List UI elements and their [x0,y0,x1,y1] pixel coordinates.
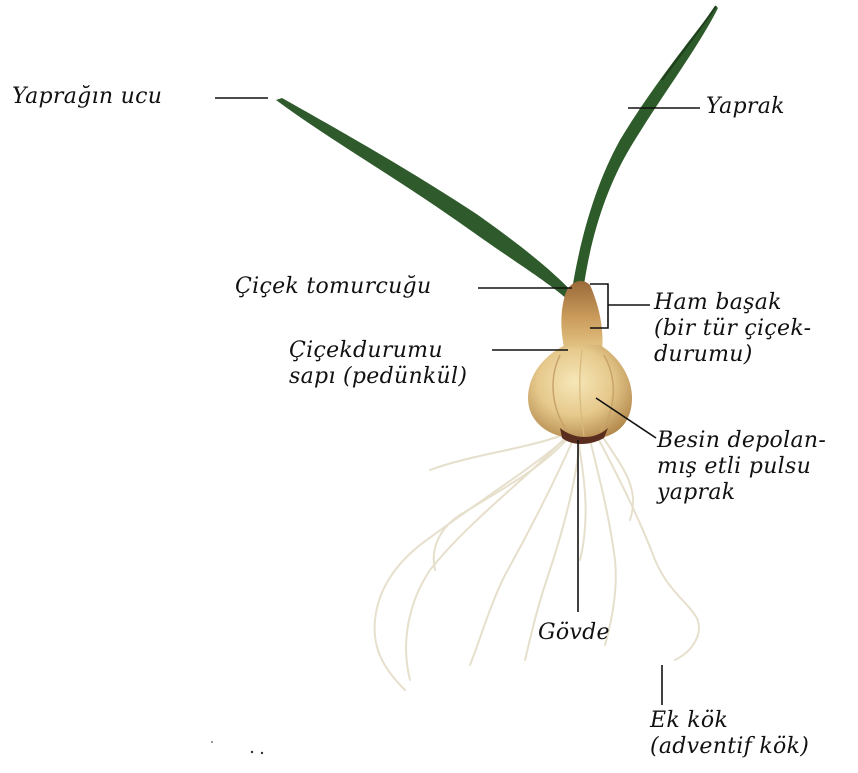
right-leaf [572,6,718,292]
label-storage-leaf-line-3: yaprak [657,480,826,506]
label-storage-leaf: Besin depolan- mış etli pulsu yaprak [657,428,826,506]
flower-bud-neck [561,281,602,352]
label-spathe-line-2: (bir tür çiçek- [654,316,811,342]
label-peduncle-line-1: Çiçekdurumu [289,338,467,364]
label-spathe-line-1: Ham başak [654,290,811,316]
label-storage-leaf-line-1: Besin depolan- [657,428,826,454]
label-spathe: Ham başak (bir tür çiçek- durumu) [654,290,811,368]
label-peduncle: Çiçekdurumu sapı (pedünkül) [289,338,467,390]
label-peduncle-line-2: sapı (pedünkül) [289,364,467,390]
label-adventitious-root: Ek kök (adventif kök) [650,708,809,760]
label-flower-bud: Çiçek tomurcuğu [235,274,431,300]
label-adventitious-root-line-2: (adventif kök) [650,734,809,760]
label-stem: Gövde [538,620,610,646]
left-leaf [276,98,574,300]
label-adventitious-root-line-1: Ek kök [650,708,809,734]
label-spathe-line-3: durumu) [654,342,811,368]
roots [375,435,699,690]
label-leaf: Yaprak [706,94,785,120]
label-storage-leaf-line-2: mış etli pulsu [657,454,826,480]
label-leaf-tip: Yaprağın ucu [12,84,162,110]
